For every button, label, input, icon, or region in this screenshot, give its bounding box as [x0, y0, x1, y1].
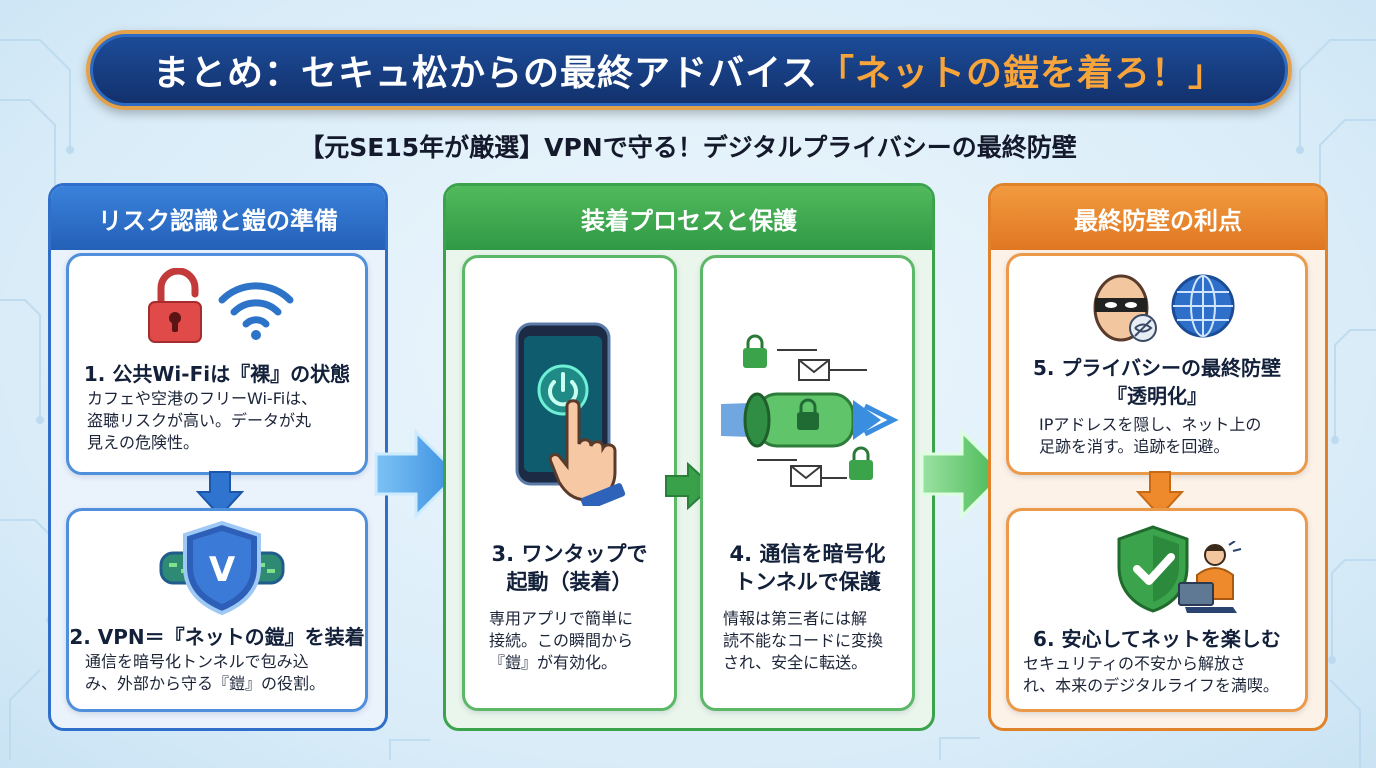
card-encrypt-tunnel-body: 情報は第三者には解 読不能なコードに変換 され、安全に転送。 [723, 609, 884, 672]
card-public-wifi-title: 1. 公共Wi-Fiは『裸』の状態 [83, 362, 351, 386]
card-one-tap-title: 3. ワンタップで 起動（装着） [491, 542, 648, 594]
globe-icon [1171, 274, 1235, 338]
card-public-wifi: 1. 公共Wi-Fiは『裸』の状態 カフェや空港のフリーWi-Fiは、 盗聴リス… [66, 253, 368, 475]
panel-process-heading: 装着プロセスと保護 [446, 186, 932, 250]
card-privacy-wall: 5. プライバシーの最終防壁 『透明化』 IPアドレスを隠し、ネット上の 足跡を… [1006, 253, 1308, 475]
wifi-icon [218, 282, 294, 340]
down-arrow-icon [196, 471, 244, 518]
vpn-shield-icon: V [159, 520, 285, 616]
card-encrypt-tunnel-title: 4. 通信を暗号化 トンネルで保護 [729, 542, 886, 594]
right-arrow-icon [374, 428, 461, 520]
card-vpn-armor-body: 通信を暗号化トンネルで包み込 み、外部から守る『鎧』の役割。 [85, 652, 326, 693]
subtitle: 【元SE15年が厳選】VPNで守る！デジタルプライバシーの最終防壁 [299, 133, 1077, 162]
title-banner: まとめ：セキュ松からの最終アドバイス 「ネットの鎧を着ろ！」 [86, 30, 1292, 110]
card-one-tap-body: 専用アプリで簡単に 接続。この瞬間から 『鎧』が有効化。 [489, 609, 634, 672]
card-public-wifi-body: カフェや空港のフリーWi-Fiは、 盗聴リスクが高い。データが丸 見えの危険性。 [87, 389, 318, 452]
right-arrow-icon [920, 428, 1007, 520]
masked-person-icon [1093, 274, 1157, 342]
card-enjoy-net-title: 6. 安心してネットを楽しむ [1033, 627, 1281, 651]
card-vpn-armor: V 2. VPN＝『ネットの鎧』を装着 通信を暗号化トンネルで包み込 み、外部か… [66, 508, 368, 712]
card-encrypt-tunnel: 4. 通信を暗号化 トンネルで保護 情報は第三者には解 読不能なコードに変換 さ… [700, 255, 915, 711]
card-vpn-armor-title: 2. VPN＝『ネットの鎧』を装着 [69, 625, 365, 649]
tap-hand-icon [548, 399, 626, 506]
encrypted-tunnel-icon [721, 334, 899, 487]
title-accent: 「ネットの鎧を着ろ！」 [817, 53, 1225, 94]
card-enjoy-net-body: セキュリティの不安から解放さ れ、本来のデジタルライフを満喫。 [1023, 654, 1279, 695]
card-one-tap: 3. ワンタップで 起動（装着） 専用アプリで簡単に 接続。この瞬間から 『鎧』… [462, 255, 677, 711]
card-enjoy-net: 6. 安心してネットを楽しむ セキュリティの不安から解放さ れ、本来のデジタルラ… [1006, 508, 1308, 712]
svg-text:V: V [209, 550, 236, 590]
unlocked-padlock-icon [148, 268, 202, 343]
card-privacy-wall-body: IPアドレスを隠し、ネット上の 足跡を消す。追跡を回避。 [1039, 415, 1262, 456]
person-laptop-icon [1178, 541, 1242, 613]
card-privacy-wall-title: 5. プライバシーの最終防壁 『透明化』 [1032, 356, 1282, 408]
panel-risk-heading: リスク認識と鎧の準備 [51, 186, 385, 250]
panel-benefits-heading: 最終防壁の利点 [991, 186, 1325, 250]
down-arrow-icon [1136, 471, 1184, 518]
title-main: まとめ：セキュ松からの最終アドバイス [153, 53, 818, 94]
shield-check-icon [1117, 525, 1189, 613]
